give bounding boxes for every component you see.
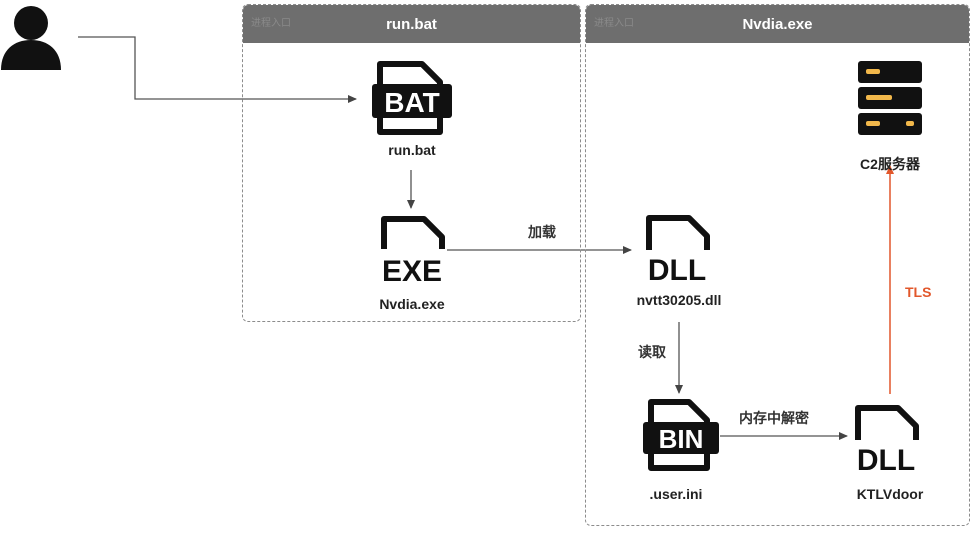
group-nvdia-exe: 进程入口 Nvdia.exe: [585, 4, 970, 526]
dll1-badge-text: DLL: [648, 254, 706, 282]
node-label-nvdia-exe: Nvdia.exe: [379, 296, 445, 312]
server-icon: [858, 61, 922, 135]
bat-file-icon: BAT: [372, 61, 452, 135]
exe-badge-text: EXE: [382, 255, 442, 283]
bin-badge-text: BIN: [659, 424, 704, 454]
node-label-nvtt30205-dll: nvtt30205.dll: [636, 292, 722, 308]
user-icon: [1, 6, 61, 70]
node-label-c2-server: C2服务器: [860, 156, 920, 172]
group-nvdia-exe-header: 进程入口 Nvdia.exe: [586, 5, 969, 43]
group-run-bat-title: run.bat: [386, 15, 437, 33]
group-run-bat-tag: 进程入口: [251, 18, 291, 29]
arrow-user-to-bat: [78, 36, 357, 103]
edge-label-decrypt: 内存中解密: [739, 410, 809, 426]
dll-file-icon: DLL: [646, 215, 710, 282]
exe-file-icon: EXE: [381, 216, 445, 283]
edge-label-load: 加载: [528, 224, 556, 240]
bat-badge-text: BAT: [384, 87, 439, 118]
edge-label-read: 读取: [638, 344, 666, 360]
dll-file-icon: DLL: [855, 405, 919, 472]
group-nvdia-exe-title: Nvdia.exe: [742, 15, 813, 33]
bin-file-icon: BIN: [643, 399, 719, 471]
group-run-bat: 进程入口 run.bat: [242, 4, 581, 322]
group-nvdia-exe-tag: 进程入口: [594, 18, 634, 29]
dll2-badge-text: DLL: [857, 444, 915, 472]
edge-label-tls: TLS: [905, 284, 932, 300]
node-label-user-ini: .user.ini: [649, 486, 703, 502]
node-label-ktlvdoor: KTLVdoor: [856, 486, 924, 502]
node-label-run-bat: run.bat: [388, 142, 436, 158]
group-run-bat-header: 进程入口 run.bat: [243, 5, 580, 43]
